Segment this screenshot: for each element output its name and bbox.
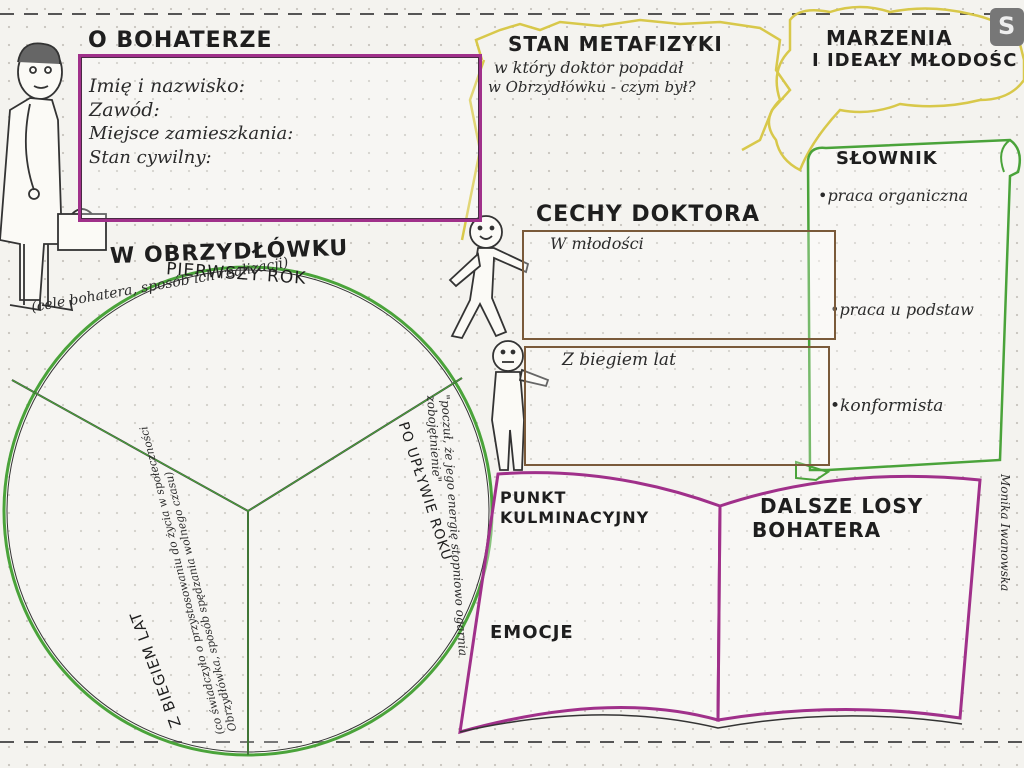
field-profession: Zawód: (89, 99, 160, 121)
slownik-scroll (806, 138, 1021, 472)
dalsze-losy-title-1: DALSZE LOSY (760, 494, 924, 518)
standing-figure-icon (491, 340, 550, 471)
marzenia-title-line1: MARZENIA (826, 26, 953, 50)
slownik-item-praca-organiczna: •praca organiczna (818, 186, 969, 205)
stan-metafizyki-line2: w Obrzydłówku - czym był? (488, 78, 696, 96)
slownik-item-praca-u-podstaw: •praca u podstaw (830, 300, 974, 319)
open-book (458, 471, 982, 735)
slownik-title: SŁOWNIK (836, 148, 938, 169)
cloud-marzenia (767, 5, 1024, 172)
cechy-biegiem-lat-label: Z biegiem lat (562, 350, 676, 370)
field-name: Imię i nazwisko: (89, 75, 246, 97)
o-bohaterze-title: O BOHATERZE (88, 28, 273, 53)
o-bohaterze-box: Imię i nazwisko: Zawód: Miejsce zamieszk… (78, 54, 482, 222)
slownik-item-konformista: •konformista (830, 396, 944, 416)
emocje-title: EMOCJE (490, 622, 574, 643)
field-marital-status: Stan cywilny: (89, 147, 212, 168)
stan-metafizyki-title: STAN METAFIZYKI (508, 32, 723, 56)
cechy-doktora-title: CECHY DOKTORA (536, 202, 761, 227)
marzenia-title-line2: I IDEAŁY MŁODOŚCI (812, 50, 1018, 71)
punkt-kulminacyjny-title-2: KULMINACYJNY (500, 508, 650, 527)
cechy-biegiem-lat-box: Z biegiem lat (524, 346, 830, 466)
cechy-mlodosci-label: W młodości (550, 234, 644, 253)
author-signature: Monika Iwanowska (998, 474, 1012, 592)
stan-metafizyki-line1: w który doktor popadał (494, 58, 684, 77)
cloud-metafizyki (474, 18, 792, 152)
punkt-kulminacyjny-title-1: PUNKT (500, 488, 567, 507)
walking-figure-icon (448, 215, 530, 340)
corner-logo: S (998, 12, 1017, 40)
cechy-mlodosci-box: W młodości (522, 230, 836, 340)
dalsze-losy-title-2: BOHATERA (752, 518, 882, 542)
field-residence: Miejsce zamieszkania: (89, 123, 294, 144)
